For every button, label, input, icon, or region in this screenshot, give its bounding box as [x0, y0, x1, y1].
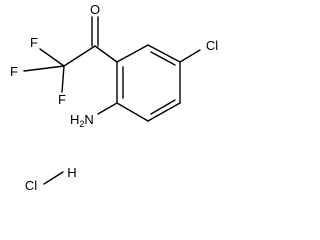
amine-subscript-label: 2: [79, 119, 84, 129]
ring-bond-b-c: [147, 44, 181, 63]
fluorine-left-label: F: [10, 64, 18, 79]
ring-chlorine-substituent: Cl: [179, 38, 218, 63]
chemical-structure-diagram: O F F F Cl H2N Cl: [10, 2, 218, 193]
hcl-chlorine-label: Cl: [25, 178, 37, 193]
amine-h-label: H: [70, 112, 79, 127]
bond-c-f-left: [23, 65, 65, 72]
oxygen-atom-label: O: [90, 2, 100, 17]
bond-ring-n: [97, 102, 118, 115]
chlorine-ring-label: Cl: [206, 38, 218, 53]
ring-bond-d-e: [147, 102, 181, 122]
ring-bond-e-f: [116, 102, 149, 122]
fluorine-top-label: F: [30, 35, 38, 50]
bond-ring-cl: [179, 49, 201, 63]
bond-h-cl: [43, 171, 64, 185]
benzene-ring: [116, 44, 181, 122]
bond-c-f-top: [39, 48, 65, 67]
ring-double-bond-d-e: [150, 99, 176, 115]
amine-n-label: N: [84, 112, 93, 127]
bond-carbonyl-ring: [94, 45, 118, 63]
amino-group: H2N: [70, 102, 118, 129]
ring-double-bond-b-c: [150, 51, 176, 66]
bond-carbonyl-cf3: [63, 45, 96, 67]
amine-label: H2N: [70, 112, 94, 129]
hydrochloride-salt: Cl H: [25, 165, 77, 193]
bond-c-f-bottom: [61, 65, 65, 93]
carbonyl-group: O: [90, 2, 100, 47]
ring-bond-a-b: [116, 44, 149, 63]
fluorine-bottom-label: F: [58, 92, 66, 107]
hcl-hydrogen-label: H: [67, 165, 76, 180]
trifluoromethyl-group: F F F: [10, 35, 66, 107]
